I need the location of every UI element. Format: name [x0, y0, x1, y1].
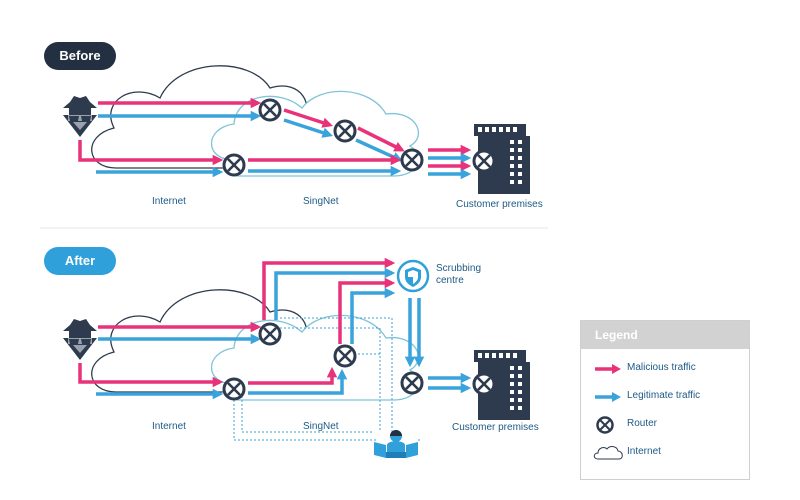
- singnet-label: SingNet: [303, 196, 339, 207]
- router-icon: [222, 153, 246, 177]
- hacker-icon: [63, 96, 97, 137]
- legend-title: Legend: [581, 321, 749, 349]
- before-badge: Before: [44, 42, 116, 70]
- legend-item-label: Router: [627, 418, 658, 429]
- malicious-traffic-arrow: [357, 126, 405, 152]
- pink-arrow-icon: [595, 364, 621, 374]
- scrubbing-label: centre: [436, 275, 464, 286]
- internet-label: Internet: [152, 196, 186, 207]
- hacker-icon: [63, 319, 97, 360]
- router-icon: [400, 148, 424, 172]
- router-icon: [472, 372, 496, 396]
- router-icon: [333, 119, 357, 143]
- legitimate-traffic-arrow: [248, 368, 348, 395]
- dotted-paths: [233, 317, 420, 441]
- malicious-traffic-arrow: [338, 277, 396, 344]
- legend-item-label: Malicious traffic: [627, 362, 696, 373]
- router-icon: [222, 377, 246, 401]
- legend-item-label: Internet: [627, 446, 661, 457]
- singnet-label: SingNet: [303, 421, 339, 432]
- malicious-traffic-arrow: [248, 366, 338, 385]
- router-icon: [258, 322, 282, 346]
- legitimate-traffic-arrow: [283, 118, 333, 138]
- legend-item: Internet: [581, 443, 749, 463]
- router-icon: [258, 98, 282, 122]
- malicious-traffic-arrow: [78, 363, 224, 388]
- router-icon: [472, 149, 496, 173]
- after-panel: [63, 257, 530, 458]
- customer-premises-label: Customer premises: [452, 422, 539, 433]
- legend-item-label: Legitimate traffic: [627, 390, 701, 401]
- router-icon: [333, 344, 357, 368]
- after-badge: After: [44, 247, 116, 275]
- router-icon: [400, 371, 424, 395]
- malicious-traffic-arrow: [262, 257, 396, 320]
- scrubbing-label: Scrubbing: [436, 263, 482, 274]
- malicious-traffic-arrow: [283, 108, 333, 128]
- legend-item: Router: [581, 415, 749, 435]
- legend: Legend Malicious traffic Legitimate traf…: [580, 320, 750, 480]
- customer-premises-label: Customer premises: [456, 199, 543, 210]
- internet-label: Internet: [152, 421, 186, 432]
- traffic-arrows: [78, 257, 472, 400]
- scrubbing-centre-icon: [396, 259, 430, 293]
- traffic-arrows: [78, 97, 472, 180]
- legitimate-traffic-arrow: [350, 287, 396, 344]
- legend-item: Legitimate traffic: [581, 387, 749, 407]
- before-panel: [63, 65, 530, 194]
- malicious-traffic-arrow: [78, 140, 224, 166]
- router-icon: [596, 416, 614, 434]
- blue-arrow-icon: [595, 392, 621, 402]
- legend-item: Malicious traffic: [581, 359, 749, 379]
- operator-icon: [374, 430, 418, 458]
- legitimate-traffic-arrow: [274, 267, 396, 320]
- cloud-icon: [593, 446, 623, 460]
